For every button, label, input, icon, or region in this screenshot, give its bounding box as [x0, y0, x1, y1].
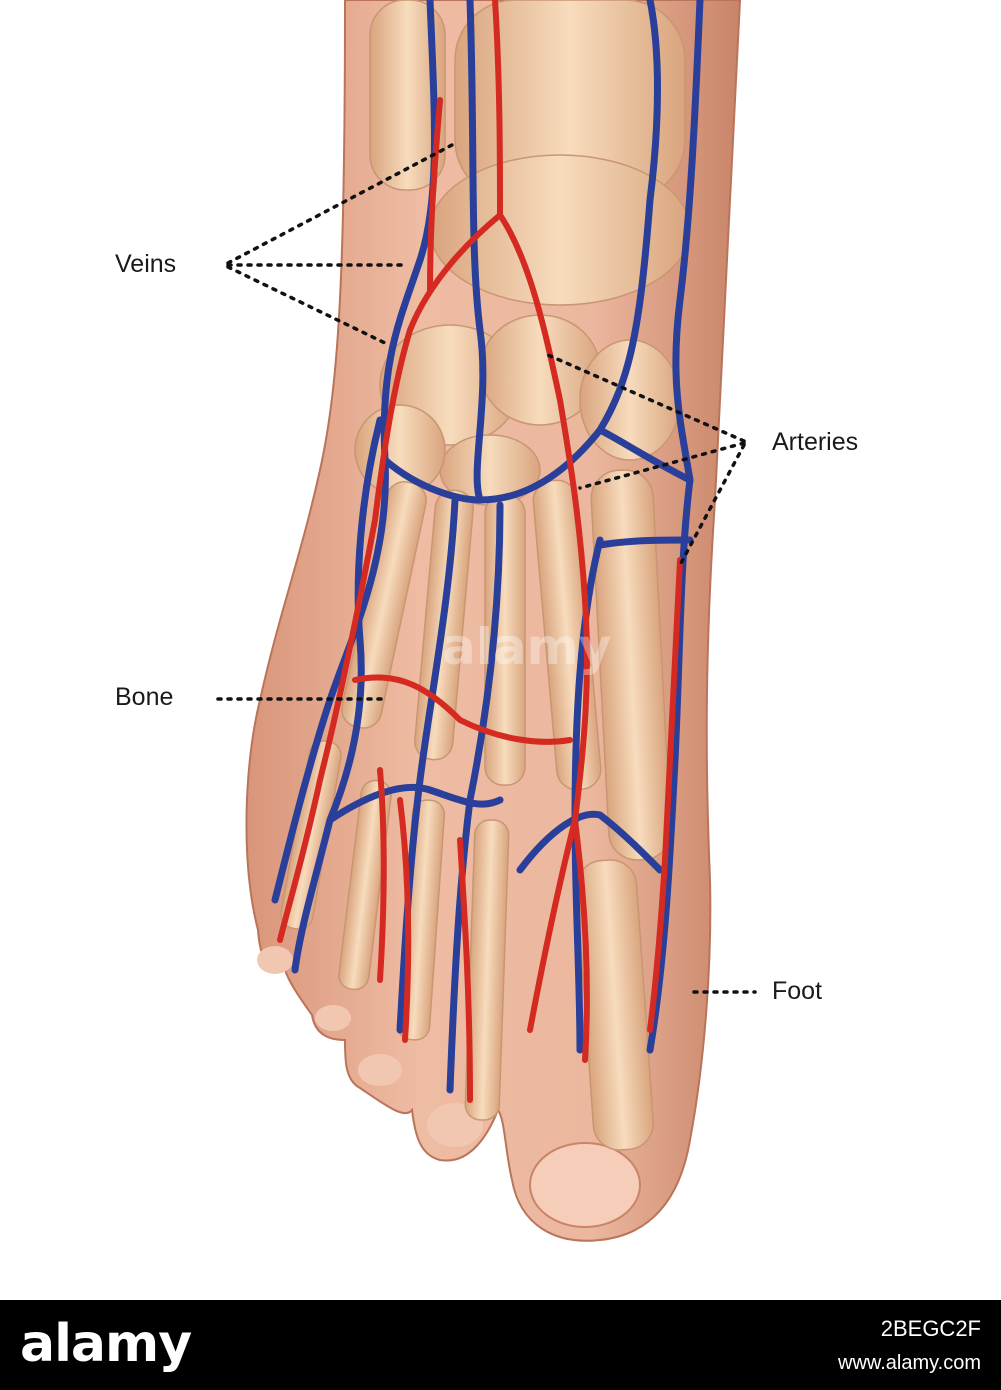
label-arteries: Arteries: [772, 428, 859, 456]
site-url: www.alamy.com: [838, 1352, 981, 1374]
veins: [271, 0, 704, 1094]
arteries-leader-1: [546, 353, 746, 443]
veins-leader-3: [226, 265, 387, 345]
image-id: 2BEGC2F: [880, 1316, 981, 1341]
arteries-leader-2: [578, 441, 746, 490]
foot-anatomy-figure: alamy Veins Arteries Bone Foot: [115, 0, 859, 1242]
watermark: alamy: [442, 618, 612, 676]
arteries: [277, 0, 683, 1103]
leader-lines: [216, 143, 757, 994]
brand-logo: alamy: [20, 1314, 192, 1374]
arteries-leader-3: [678, 443, 746, 567]
veins-leader-1: [226, 143, 454, 265]
stock-footer-bar: alamy 2BEGC2F www.alamy.com: [0, 1300, 1001, 1390]
label-foot: Foot: [772, 977, 823, 1005]
foot-illustration: [216, 0, 757, 1242]
label-bone: Bone: [115, 683, 174, 711]
label-veins: Veins: [115, 250, 177, 278]
